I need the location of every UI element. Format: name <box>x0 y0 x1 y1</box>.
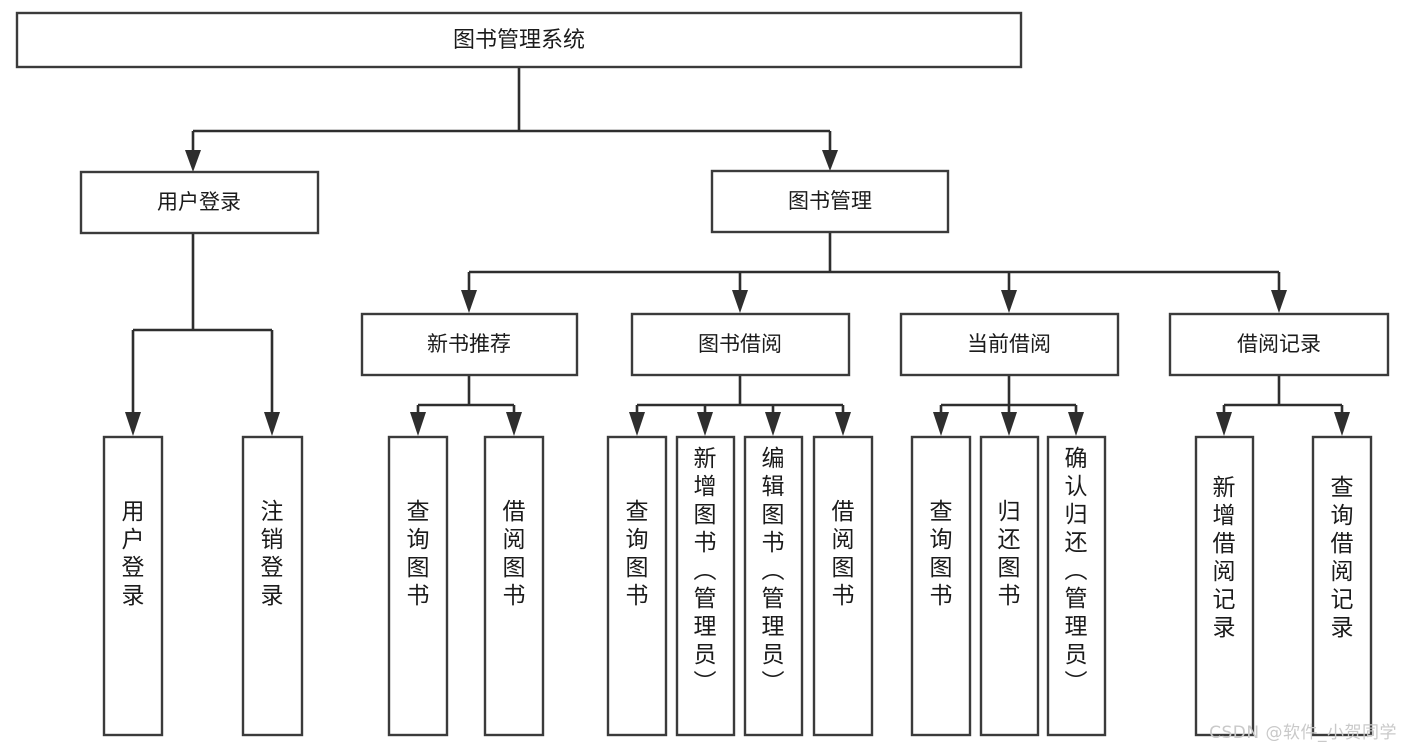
arrow-head-leaf-bookborrow-4 <box>835 412 851 436</box>
leaf-newbook-query-label: 查询图书 <box>407 499 430 609</box>
node-book-management-box <box>710 169 950 234</box>
arrow-head-leaf-bookborrow-1 <box>629 412 645 436</box>
leaf-node[interactable]: 用户登录 <box>102 435 164 737</box>
arrow-head-leaf-bookborrow-3 <box>765 412 781 436</box>
csdn-watermark: CSDN @软件_小贺同学 <box>1209 723 1397 743</box>
node-borrow-record-label: 借阅记录 <box>1237 332 1321 356</box>
leaf-currentborrow-return-box <box>979 435 1040 737</box>
leaf-node[interactable]: 查询图书 <box>387 435 449 737</box>
leaf-bookborrow-edit-label: 编辑图书︵管理员︶ <box>762 446 785 696</box>
leaf-borrowrecord-add-label: 新增借阅记录 <box>1213 475 1236 641</box>
leaf-bookborrow-borrow-box <box>812 435 874 737</box>
leaf-node[interactable]: 借阅图书 <box>483 435 545 737</box>
arrow-head-book-mgmt <box>822 150 838 171</box>
node-root-system[interactable]: 图书管理系统 <box>15 11 1023 69</box>
arrow-head-leaf-borrowrecord-2 <box>1334 412 1350 436</box>
leaf-newbook-borrow-label: 借阅图书 <box>503 499 526 609</box>
arrow-head-leaf-borrowrecord-1 <box>1216 412 1232 436</box>
node-current-borrow-box <box>899 312 1120 377</box>
leaf-bookborrow-add-box <box>675 435 736 737</box>
arrow-head-leaf-currentborrow-1 <box>933 412 949 436</box>
leaf-logout-box <box>241 435 304 737</box>
node-book-borrow-label: 图书借阅 <box>698 332 782 356</box>
leaf-bookborrow-query-label: 查询图书 <box>626 499 649 609</box>
leaf-user-login-label: 用户登录 <box>122 499 145 609</box>
node-new-book-recommend-label: 新书推荐 <box>427 332 511 356</box>
leaf-node[interactable]: 查询借阅记录 <box>1311 435 1373 737</box>
leaf-currentborrow-confirm-box <box>1046 435 1107 737</box>
leaf-node[interactable]: 新增图书︵管理员︶ <box>675 435 736 737</box>
arrow-head-current-borrow <box>1001 290 1017 313</box>
leaf-node[interactable]: 借阅图书 <box>812 435 874 737</box>
leaf-bookborrow-edit-box <box>743 435 804 737</box>
leaf-node[interactable]: 确认归还︵管理员︶ <box>1046 435 1107 737</box>
node-new-book-recommend-box <box>360 312 579 377</box>
node-book-borrow-box <box>630 312 851 377</box>
node-book-borrow[interactable]: 图书借阅 <box>630 312 851 377</box>
leaf-bookborrow-borrow-label: 借阅图书 <box>832 499 855 609</box>
node-borrow-record-box <box>1168 312 1390 377</box>
leaf-node[interactable]: 注销登录 <box>241 435 304 737</box>
leaf-user-login-box <box>102 435 164 737</box>
node-user-login-box <box>79 170 320 235</box>
arrow-head-leaf-currentborrow-3 <box>1068 412 1084 436</box>
leaf-newbook-query-box <box>387 435 449 737</box>
leaf-bookborrow-add-label: 新增图书︵管理员︶ <box>694 446 717 696</box>
node-root-system-label: 图书管理系统 <box>453 28 585 53</box>
leaf-node[interactable]: 查询图书 <box>910 435 972 737</box>
leaf-currentborrow-confirm-label: 确认归还︵管理员︶ <box>1065 446 1088 696</box>
arrow-head-leaf-newbook-2 <box>506 412 522 436</box>
arrow-head-borrow-record <box>1271 290 1287 313</box>
arrow-head-book-borrow <box>732 290 748 313</box>
connector-layer <box>125 67 1350 436</box>
node-current-borrow-label: 当前借阅 <box>967 332 1051 356</box>
node-root-system-box <box>15 11 1023 69</box>
node-user-login-label: 用户登录 <box>157 190 241 214</box>
node-new-book-recommend[interactable]: 新书推荐 <box>360 312 579 377</box>
leaf-node[interactable]: 新增借阅记录 <box>1194 435 1255 737</box>
leaf-borrowrecord-query-box <box>1311 435 1373 737</box>
leaf-borrowrecord-add-box <box>1194 435 1255 737</box>
leaf-currentborrow-return-label: 归还图书 <box>998 499 1021 609</box>
node-current-borrow[interactable]: 当前借阅 <box>899 312 1120 377</box>
arrow-head-user-login <box>185 150 201 172</box>
node-borrow-record[interactable]: 借阅记录 <box>1168 312 1390 377</box>
arrow-head-leaf-user-login-2 <box>264 412 280 436</box>
leaf-newbook-borrow-box <box>483 435 545 737</box>
leaf-node[interactable]: 归还图书 <box>979 435 1040 737</box>
leaf-node[interactable]: 查询图书 <box>606 435 668 737</box>
leaf-currentborrow-query-box <box>910 435 972 737</box>
node-user-login[interactable]: 用户登录 <box>79 170 320 235</box>
arrow-head-leaf-newbook-1 <box>410 412 426 436</box>
node-book-management[interactable]: 图书管理 <box>710 169 950 234</box>
arrow-head-leaf-bookborrow-2 <box>697 412 713 436</box>
leaf-currentborrow-query-label: 查询图书 <box>930 499 953 609</box>
arrow-head-leaf-user-login-1 <box>125 412 141 436</box>
leaf-borrowrecord-query-label: 查询借阅记录 <box>1331 475 1354 641</box>
leaf-logout-label: 注销登录 <box>261 499 284 609</box>
arrow-head-new-book <box>461 290 477 313</box>
node-book-management-label: 图书管理 <box>788 189 872 213</box>
leaf-bookborrow-query-box <box>606 435 668 737</box>
leaf-node[interactable]: 编辑图书︵管理员︶ <box>743 435 804 737</box>
arrow-head-leaf-currentborrow-2 <box>1001 412 1017 436</box>
